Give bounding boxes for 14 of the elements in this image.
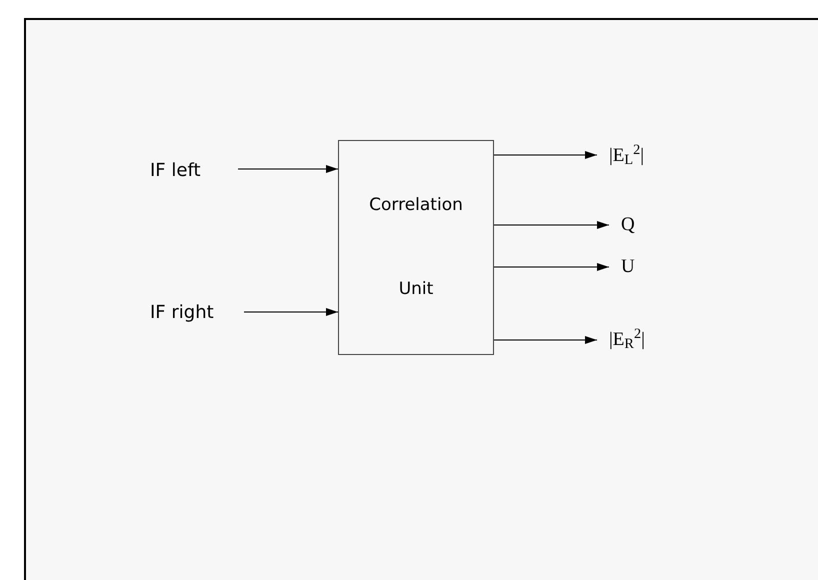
output-label: U bbox=[621, 254, 635, 279]
arrow bbox=[244, 308, 338, 316]
arrow bbox=[494, 263, 610, 271]
output-label: Q bbox=[621, 212, 635, 237]
arrow bbox=[494, 336, 598, 344]
arrow bbox=[494, 151, 598, 159]
block-label: Correlation Unit bbox=[368, 194, 464, 301]
input-label: IF right bbox=[150, 300, 214, 324]
process-box bbox=[338, 140, 494, 355]
output-label: |E$_{L}$$^{2}$| bbox=[609, 142, 644, 170]
arrow bbox=[494, 221, 610, 229]
output-label: |E$_{R}$$^{2}$| bbox=[609, 326, 645, 354]
input-label: IF left bbox=[150, 158, 201, 182]
arrow bbox=[238, 165, 338, 173]
